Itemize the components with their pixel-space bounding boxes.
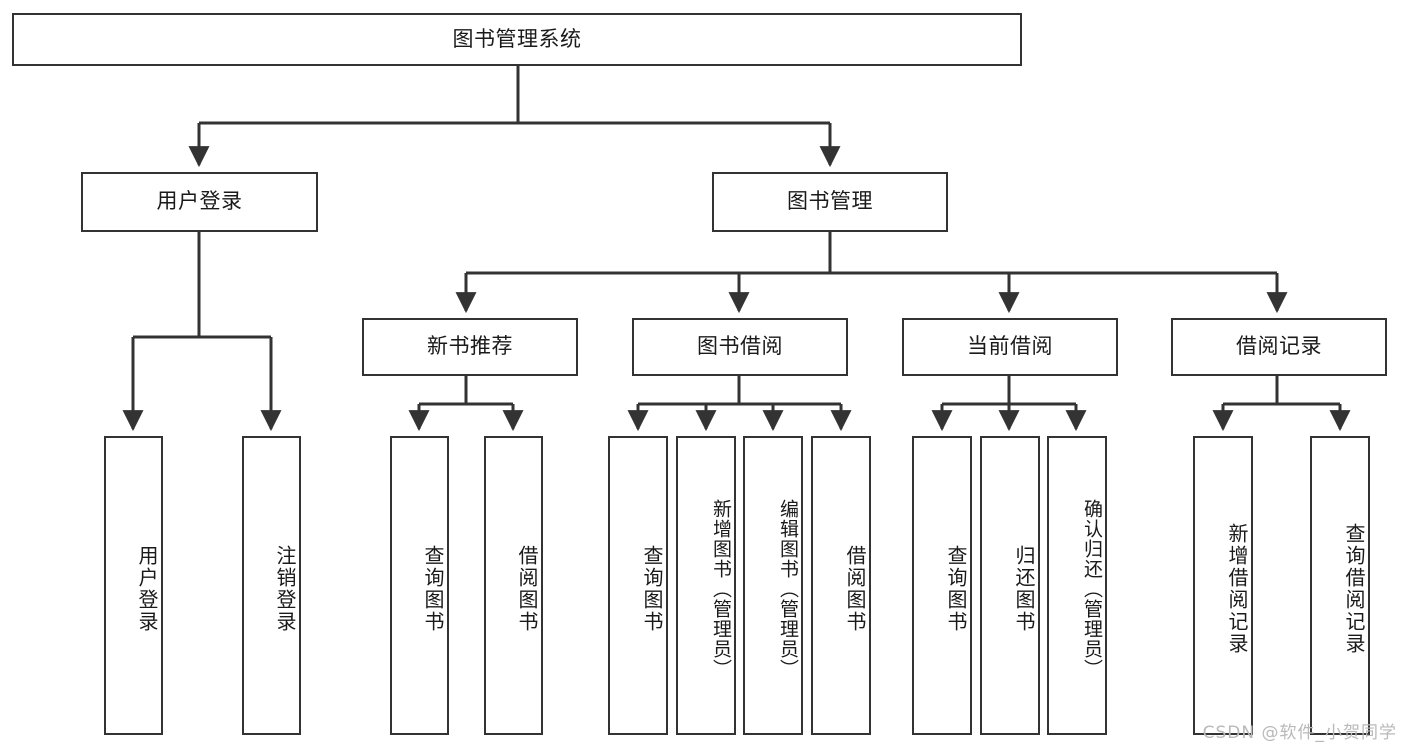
- node-root[interactable]: 图书管理系统: [12, 13, 1022, 66]
- leaf-new-book-query[interactable]: 查询图书: [390, 436, 449, 735]
- leaf-new-book-borrow[interactable]: 借阅图书: [484, 436, 543, 735]
- leaf-book-borrow-borrow[interactable]: 借阅图书: [811, 436, 871, 735]
- leaf-borrow-record-add[interactable]: 新增借阅记录: [1193, 436, 1253, 735]
- node-new-book-recommend[interactable]: 新书推荐: [362, 318, 578, 376]
- leaf-book-borrow-query[interactable]: 查询图书: [608, 436, 668, 735]
- watermark-text: CSDN @软件_小贺同学: [1202, 723, 1397, 743]
- leaf-book-borrow-edit[interactable]: 编辑图书（管理员）: [743, 436, 803, 735]
- leaf-user-login-logout[interactable]: 注销登录: [242, 436, 301, 735]
- node-borrow-record[interactable]: 借阅记录: [1171, 318, 1387, 376]
- node-current-borrow[interactable]: 当前借阅: [902, 318, 1118, 376]
- leaf-current-borrow-query[interactable]: 查询图书: [912, 436, 972, 735]
- leaf-book-borrow-add[interactable]: 新增图书（管理员）: [676, 436, 736, 735]
- node-user-login[interactable]: 用户登录: [81, 172, 318, 232]
- node-book-borrow[interactable]: 图书借阅: [632, 318, 848, 376]
- leaf-borrow-record-query[interactable]: 查询借阅记录: [1310, 436, 1370, 735]
- node-book-management[interactable]: 图书管理: [712, 172, 948, 232]
- leaf-current-borrow-confirm-return[interactable]: 确认归还（管理员）: [1047, 436, 1107, 735]
- leaf-user-login-login[interactable]: 用户登录: [104, 436, 163, 735]
- leaf-current-borrow-return[interactable]: 归还图书: [980, 436, 1040, 735]
